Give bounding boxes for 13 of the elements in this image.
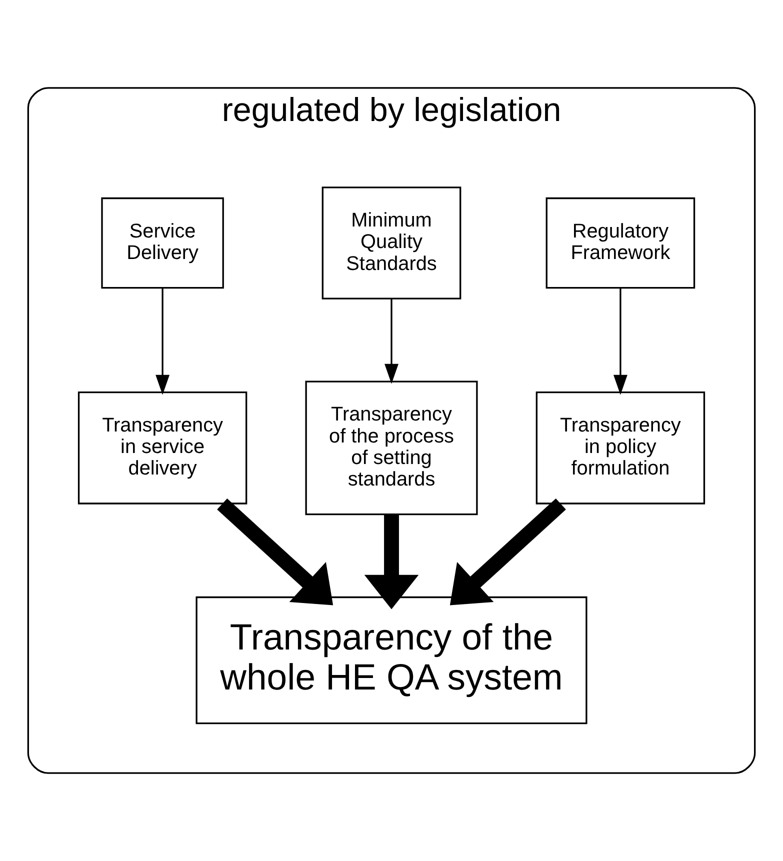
arrow xyxy=(613,288,628,395)
node-box: Transparency of the whole HE QA system xyxy=(196,596,588,724)
node-box: Regulatory Framework xyxy=(546,197,696,289)
node-box: Transparency in policy formulation xyxy=(536,392,706,504)
arrow xyxy=(364,514,419,610)
node-box: Minimum Quality Standards xyxy=(322,186,462,300)
node-box: Transparency of the process of setting standards xyxy=(305,380,478,516)
arrow xyxy=(217,498,334,606)
arrow xyxy=(384,298,398,384)
node-box: Service Delivery xyxy=(101,197,224,289)
arrow xyxy=(450,498,566,606)
arrow xyxy=(156,288,170,395)
node-box: Transparency in service delivery xyxy=(78,392,248,504)
